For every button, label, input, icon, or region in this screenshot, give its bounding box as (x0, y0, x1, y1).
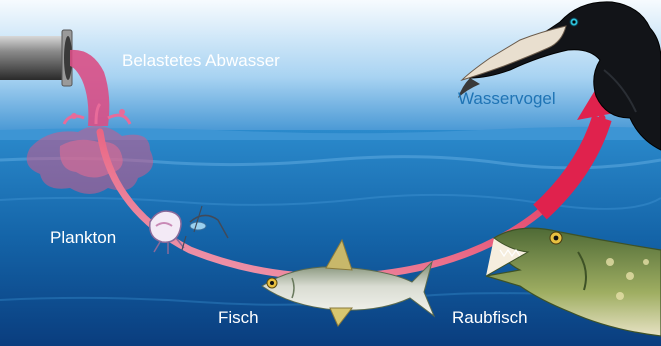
label-predatory-fish: Raubfisch (452, 309, 528, 326)
label-plankton: Plankton (50, 229, 116, 246)
label-water-bird: Wasservogel (458, 90, 556, 107)
label-polluted-wastewater: Belastetes Abwasser (122, 52, 280, 69)
drain-pipe-icon (0, 30, 72, 86)
label-fish: Fisch (218, 309, 259, 326)
